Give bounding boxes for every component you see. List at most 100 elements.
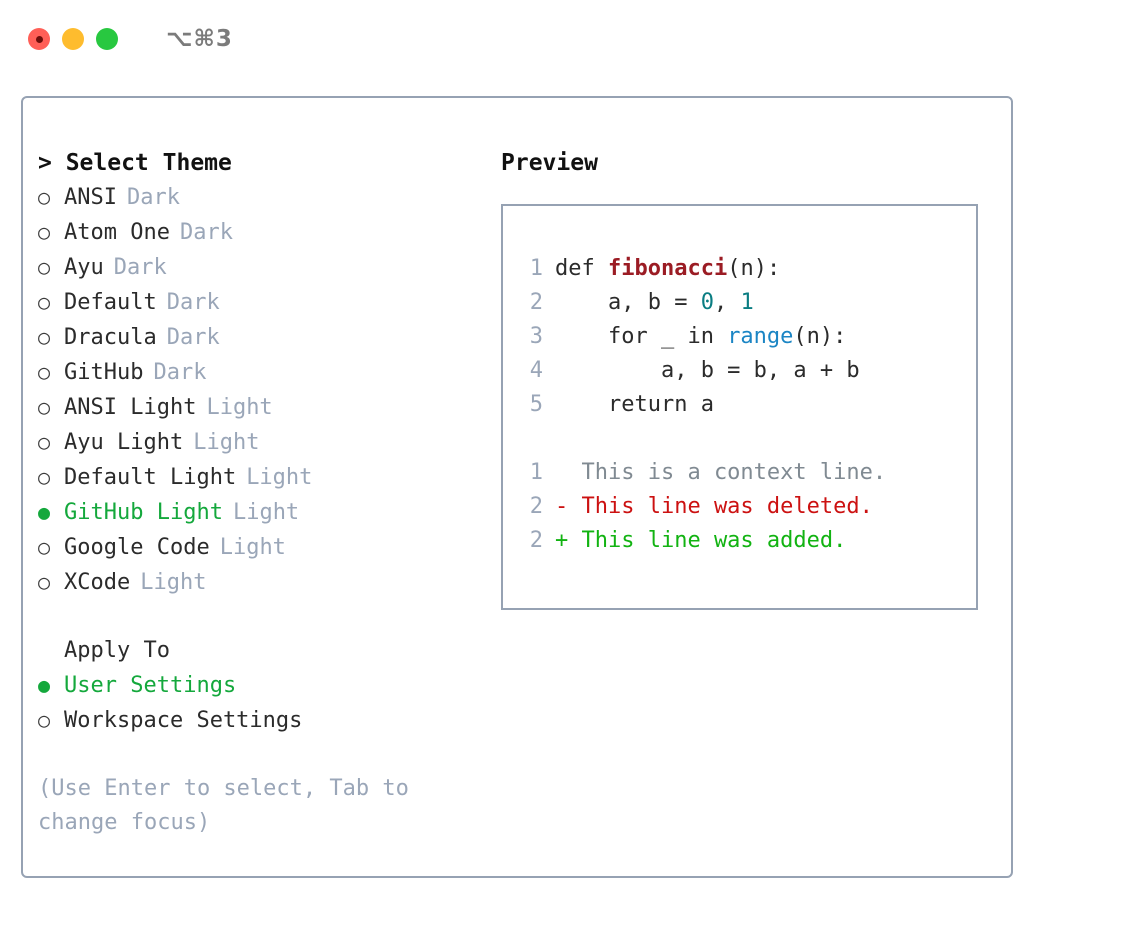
- theme-name-label: Ayu: [64, 255, 104, 280]
- keyboard-shortcut-label: ⌥⌘3: [166, 26, 233, 52]
- theme-variant-tag: Dark: [126, 185, 180, 210]
- theme-name-label: Dracula: [64, 325, 157, 350]
- window-controls: [28, 28, 118, 50]
- diff-line: 1 This is a context line.: [517, 456, 886, 490]
- apply-to-heading: Apply To: [64, 638, 170, 663]
- theme-name-label: Ayu Light: [64, 430, 184, 455]
- diff-line: 2 + This line was added.: [517, 524, 886, 558]
- code-token-plain: a, b =: [555, 290, 701, 315]
- code-token-plain: (n):: [727, 256, 781, 281]
- code-token-plain: for _ in: [555, 324, 728, 349]
- diff-text-ctx: This is a context line.: [555, 460, 887, 485]
- radio-unselected-icon[interactable]: ○: [38, 395, 51, 419]
- code-token-plain: return a: [555, 392, 714, 417]
- code-line: 5 return a: [517, 388, 886, 422]
- theme-name-label: Default: [64, 290, 157, 315]
- code-token-plain: def: [555, 256, 608, 281]
- code-token-call: range: [727, 324, 794, 349]
- theme-name-label: ANSI Light: [64, 395, 197, 420]
- code-line: 4 a, b = b, a + b: [517, 354, 886, 388]
- line-number: 1: [529, 460, 543, 485]
- line-number: 2: [529, 290, 543, 315]
- code-token-plain: (n):: [793, 324, 847, 349]
- maximize-window-button[interactable]: [96, 28, 118, 50]
- radio-unselected-icon[interactable]: ○: [38, 430, 51, 454]
- radio-unselected-icon[interactable]: ○: [38, 185, 51, 209]
- code-token-plain: a, b = b, a + b: [555, 358, 860, 383]
- line-number: 2: [529, 528, 543, 553]
- code-text: def fibonacci(n):: [555, 252, 780, 286]
- theme-list-item[interactable]: ○ Atom One Dark: [38, 215, 478, 250]
- theme-list-item[interactable]: ○ ANSI Light Light: [38, 390, 478, 425]
- code-line: 3 for _ in range(n):: [517, 320, 886, 354]
- select-theme-heading: > Select Theme: [38, 150, 232, 176]
- code-text: a, b = b, a + b: [555, 354, 860, 388]
- diff-text-del: - This line was deleted.: [555, 494, 873, 519]
- radio-unselected-icon[interactable]: ○: [38, 220, 51, 244]
- code-text: for _ in range(n):: [555, 320, 846, 354]
- theme-list-item[interactable]: ○ XCode Light: [38, 565, 478, 600]
- theme-list-item[interactable]: ○ ANSI Dark: [38, 180, 478, 215]
- theme-variant-tag: Dark: [179, 220, 233, 245]
- theme-name-label: Atom One: [64, 220, 170, 245]
- code-line: 1 def fibonacci(n):: [517, 252, 886, 286]
- code-text: a, b = 0, 1: [555, 286, 754, 320]
- radio-unselected-icon[interactable]: ○: [38, 535, 51, 559]
- apply-to-options[interactable]: ● User Settings ○Workspace Settings: [38, 668, 478, 738]
- radio-unselected-icon[interactable]: ○: [38, 325, 51, 349]
- radio-selected-icon[interactable]: ●: [38, 500, 51, 524]
- radio-unselected-icon[interactable]: ○: [38, 465, 51, 489]
- theme-list-item[interactable]: ○ Ayu Light Light: [38, 425, 478, 460]
- theme-variant-tag: Dark: [153, 360, 207, 385]
- line-number: 4: [529, 358, 543, 383]
- radio-unselected-icon[interactable]: ○: [38, 570, 51, 594]
- close-window-button[interactable]: [28, 28, 50, 50]
- theme-list-item[interactable]: ○ Ayu Dark: [38, 250, 478, 285]
- theme-variant-tag: Light: [206, 395, 273, 420]
- code-text: return a: [555, 388, 714, 422]
- theme-name-label: XCode: [64, 570, 131, 595]
- diff-line: 2- This line was deleted.: [517, 490, 886, 524]
- radio-unselected-icon[interactable]: ○: [38, 360, 51, 384]
- theme-variant-tag: Light: [193, 430, 260, 455]
- apply-to-option[interactable]: ○Workspace Settings: [38, 703, 478, 738]
- radio-unselected-icon[interactable]: ○: [38, 290, 51, 314]
- theme-name-label: GitHub Light: [64, 500, 223, 525]
- radio-selected-icon[interactable]: ●: [38, 673, 51, 697]
- diff-text-add: + This line was added.: [555, 528, 847, 553]
- theme-list-item[interactable]: ○ GitHub Dark: [38, 355, 478, 390]
- line-number: 5: [529, 392, 543, 417]
- code-line: 2 a, b = 0, 1: [517, 286, 886, 320]
- code-token-num: 0: [700, 290, 714, 315]
- code-blank-line: [517, 422, 886, 456]
- theme-variant-tag: Light: [140, 570, 207, 595]
- radio-unselected-icon[interactable]: ○: [38, 708, 51, 732]
- preview-heading: Preview: [501, 150, 598, 176]
- keyboard-hint-text: (Use Enter to select, Tab to change focu…: [38, 776, 423, 835]
- theme-variant-tag: Dark: [166, 290, 220, 315]
- theme-list-item[interactable]: ○ Default Dark: [38, 285, 478, 320]
- code-token-num: 1: [740, 290, 754, 315]
- theme-variant-tag: Dark: [113, 255, 167, 280]
- theme-name-label: Default Light: [64, 465, 237, 490]
- theme-name-label: Google Code: [64, 535, 210, 560]
- apply-to-option[interactable]: ● User Settings: [38, 668, 478, 703]
- apply-to-label: User Settings: [64, 673, 237, 698]
- radio-unselected-icon[interactable]: ○: [38, 255, 51, 279]
- theme-variant-tag: Light: [232, 500, 300, 525]
- theme-name-label: GitHub: [64, 360, 144, 385]
- minimize-window-button[interactable]: [62, 28, 84, 50]
- line-number: 1: [529, 256, 543, 281]
- line-number: 3: [529, 324, 543, 349]
- theme-name-label: ANSI: [64, 185, 117, 210]
- theme-list-item[interactable]: ● GitHub Light Light: [38, 495, 478, 530]
